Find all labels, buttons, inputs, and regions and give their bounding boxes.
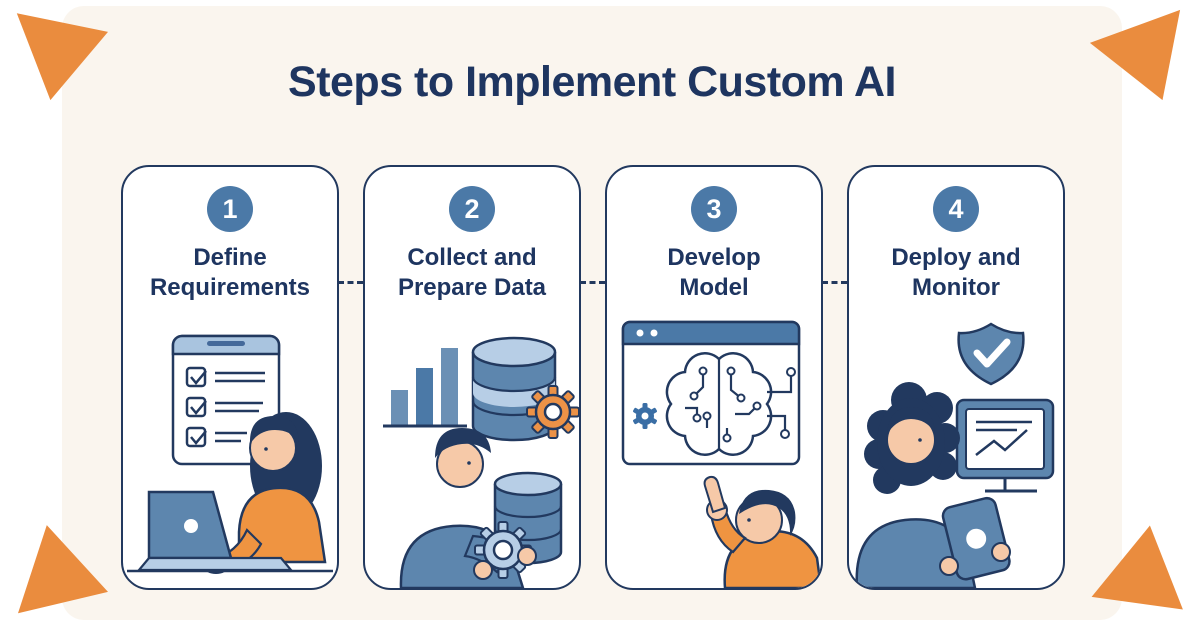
step-label: Develop Model <box>667 244 761 302</box>
bar-chart-icon <box>383 348 467 428</box>
gear-small-icon <box>633 403 657 429</box>
hand <box>473 560 493 580</box>
step-connector-3-4 <box>822 281 847 284</box>
define-requirements-illustration <box>127 334 333 574</box>
steps-row: 1 Define Requirements <box>121 165 1065 590</box>
shield-check-icon <box>957 322 1025 386</box>
step-connector-2-3 <box>580 281 605 284</box>
step-label: Define Requirements <box>149 244 311 302</box>
monitor-chart-icon <box>955 398 1055 493</box>
develop-model-illustration <box>621 320 821 588</box>
step-number-badge: 3 <box>691 186 737 232</box>
man-pointing-figure <box>703 475 821 588</box>
step-card-deploy-monitor: 4 Deploy and Monitor <box>847 165 1065 590</box>
deploy-monitor-illustration <box>855 322 1055 588</box>
step-card-develop-model: 3 Develop Model <box>605 165 823 590</box>
gear-icon <box>526 385 579 439</box>
tablet-icon <box>941 496 1011 581</box>
step-label: Collect and Prepare Data <box>397 244 547 302</box>
step-connector-1-2 <box>338 281 363 284</box>
page-title: Steps to Implement Custom AI <box>288 58 896 106</box>
hand <box>517 546 537 566</box>
step-card-define-requirements: 1 Define Requirements <box>121 165 339 590</box>
brain-circuit-icon <box>665 352 796 456</box>
collect-prepare-data-illustration <box>383 336 579 588</box>
woman-at-laptop-figure <box>204 412 327 574</box>
step-card-collect-prepare-data: 2 Collect and Prepare Data <box>363 165 581 590</box>
database-icon <box>471 336 557 442</box>
laptop-icon <box>136 490 294 572</box>
step-number-badge: 2 <box>449 186 495 232</box>
woman-with-tablet-figure <box>855 382 1011 588</box>
step-label: Deploy and Monitor <box>891 244 1021 302</box>
step-number-badge: 1 <box>207 186 253 232</box>
step-number-badge: 4 <box>933 186 979 232</box>
